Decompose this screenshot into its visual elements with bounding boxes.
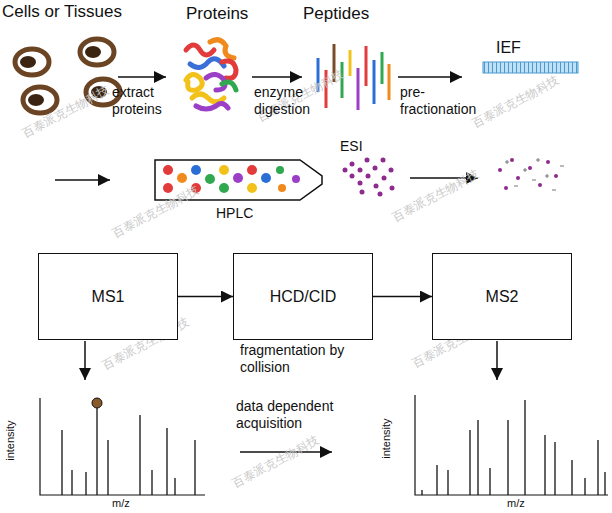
process-box: MS1 — [38, 253, 178, 340]
selected-precursor — [92, 398, 102, 408]
step-label: pre- fractionation — [400, 84, 492, 118]
watermark: 百泰派克生物科技 — [470, 73, 562, 131]
box-label: MS2 — [482, 284, 523, 310]
watermark: 百泰派克生物科技 — [390, 167, 482, 225]
ief-strip — [483, 62, 578, 73]
step-title: Cells or Tissues — [2, 2, 122, 22]
watermark: 百泰派克生物科技 — [230, 433, 322, 491]
spectrum-peaks — [62, 400, 605, 495]
esi-droplets — [343, 158, 395, 197]
box-label: HCD/CID — [266, 284, 341, 310]
process-note: fragmentation by collision — [240, 342, 350, 376]
proteins — [186, 40, 236, 109]
spectrum-axes — [40, 395, 608, 495]
flow-arrow — [373, 296, 432, 298]
box-label: MS1 — [88, 284, 129, 310]
axis-label: intensity — [380, 418, 393, 458]
process-box: HCD/CID — [233, 253, 373, 340]
flow-arrow — [178, 296, 233, 298]
step-title: Peptides — [303, 4, 369, 24]
ions — [498, 158, 564, 190]
process-note: data dependent acquisition — [236, 398, 348, 432]
step-title: Proteins — [186, 4, 248, 24]
axis-label: intensity — [4, 420, 17, 460]
process-box: MS2 — [432, 253, 572, 340]
axis-label: m/z — [507, 497, 525, 510]
step-title: ESI — [340, 138, 363, 155]
step-title: HPLC — [216, 205, 253, 222]
step-label: extract proteins — [112, 84, 176, 118]
axis-label: m/z — [112, 497, 130, 510]
step-title: IEF — [496, 38, 521, 57]
step-label: enzyme digestion — [254, 84, 316, 118]
